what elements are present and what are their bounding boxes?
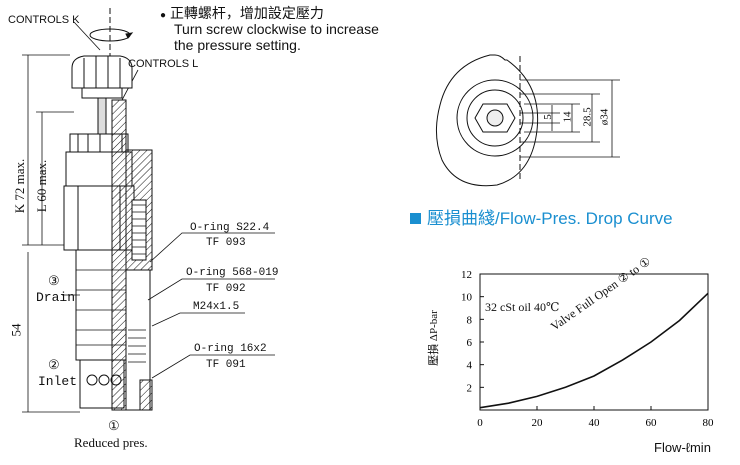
- chart-x-axis-label: Flow-ℓmin: [654, 440, 711, 455]
- port-2-name: Inlet: [38, 374, 78, 389]
- oring-2-label: O-ring 568-019: [186, 267, 279, 279]
- x-tick-label: 20: [532, 417, 544, 429]
- y-tick-label: 10: [461, 292, 473, 304]
- thread-label: M24x1.5: [193, 301, 240, 313]
- note-en-line1: Turn screw clockwise to increase: [174, 21, 379, 37]
- tf-3-label: TF 091: [206, 359, 246, 371]
- note-zh: 正轉螺杆，增加設定壓力: [169, 5, 324, 21]
- y-tick-label: 6: [467, 337, 473, 349]
- section-title-text: 壓損曲綫/Flow-Pres. Drop Curve: [427, 209, 673, 228]
- note-bullet: ●: [160, 10, 167, 21]
- chart-annotation: 32 cSt oil 40℃: [485, 300, 560, 314]
- tf-2-label: TF 092: [206, 283, 246, 295]
- port-3-name: Drain: [36, 290, 76, 305]
- section-title: 壓損曲綫/Flow-Pres. Drop Curve: [410, 204, 673, 229]
- pressure-drop-curve: [479, 292, 709, 409]
- oring-3-label: O-ring 16x2: [194, 343, 267, 355]
- port-1-number: ①: [108, 418, 120, 433]
- square-bullet-icon: [410, 213, 421, 224]
- chart-y-axis-label: 壓損 ΔP-bar: [427, 310, 440, 366]
- oring-1-label: O-ring S22.4: [190, 222, 270, 234]
- controls-k-leader: [73, 21, 101, 51]
- knob-top-view: [436, 54, 539, 187]
- oring-leaders: [147, 232, 275, 379]
- x-tick-label: 80: [703, 417, 715, 429]
- y-tick-label: 4: [467, 360, 473, 372]
- port-1-name: Reduced pres.: [74, 435, 148, 450]
- y-tick-label: 2: [467, 382, 473, 394]
- x-tick-label: 40: [589, 417, 601, 429]
- controls-l-label: CONTROLS L: [128, 58, 199, 70]
- dimension-lines: [22, 54, 80, 413]
- section-half: [111, 99, 153, 411]
- x-tick-label: 60: [646, 417, 658, 429]
- y-tick-label: 12: [461, 269, 472, 281]
- controls-k-label: CONTROLS K: [8, 14, 80, 26]
- note-en-line2: the pressure setting.: [174, 37, 301, 53]
- x-tick-label: 0: [477, 417, 483, 429]
- adjust-note: ● 正轉螺杆，增加設定壓力: [160, 5, 324, 24]
- port-2-number: ②: [48, 357, 60, 372]
- rotation-arrow-icon: [89, 8, 134, 62]
- port-3-number: ③: [48, 273, 60, 288]
- y-tick-label: 8: [467, 314, 473, 326]
- tf-1-label: TF 093: [206, 237, 246, 249]
- top-view-dimensions: [520, 79, 620, 158]
